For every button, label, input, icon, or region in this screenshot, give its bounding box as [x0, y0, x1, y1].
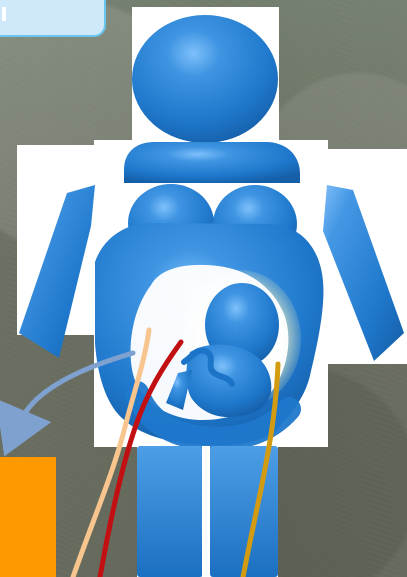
- left-leg-shape: [137, 446, 203, 577]
- shoulders-shape: [124, 142, 300, 183]
- body-figure: [19, 15, 404, 577]
- head-shape: [132, 15, 278, 143]
- left-arm-shape: [19, 185, 95, 358]
- orange-block: [0, 457, 56, 577]
- right-arm-shape: [323, 185, 404, 361]
